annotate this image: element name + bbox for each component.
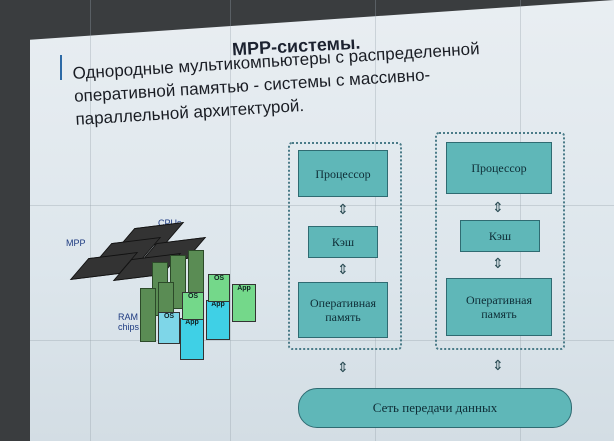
data-network-bus: Сеть передачи данных: [298, 388, 572, 428]
processor-box-2: Процессор: [446, 142, 552, 194]
ram-chip: [140, 288, 156, 342]
title-accent-bar: [60, 55, 62, 80]
os-block: OS: [158, 312, 180, 344]
grid-line: [30, 205, 614, 206]
app-block: App: [206, 300, 230, 340]
os-block: OS: [182, 292, 204, 320]
os-block: OS: [208, 274, 230, 302]
bidirectional-arrow-icon: ⇕: [337, 359, 349, 375]
bidirectional-arrow-icon: ⇕: [337, 261, 349, 277]
processor-box-1: Процессор: [298, 150, 388, 197]
cache-box-1: Кэш: [308, 226, 378, 258]
memory-box-2: Оперативная память: [446, 278, 552, 336]
grid-line: [375, 0, 376, 441]
compute-node-2: [435, 132, 565, 350]
memory-box-1: Оперативная память: [298, 282, 388, 338]
bidirectional-arrow-icon: ⇕: [337, 201, 349, 217]
bidirectional-arrow-icon: ⇕: [492, 199, 504, 215]
grid-line: [30, 340, 614, 341]
cache-box-2: Кэш: [460, 220, 540, 252]
grid-line: [230, 0, 231, 441]
ram-label: RAM chips: [118, 312, 140, 332]
bidirectional-arrow-icon: ⇕: [492, 255, 504, 271]
bidirectional-arrow-icon: ⇕: [492, 357, 504, 373]
compute-node-1: [288, 142, 402, 350]
app-block: App: [180, 318, 204, 360]
app-block: App: [232, 284, 256, 322]
mpp-label: MPP: [66, 238, 86, 248]
grid-line: [90, 0, 91, 441]
